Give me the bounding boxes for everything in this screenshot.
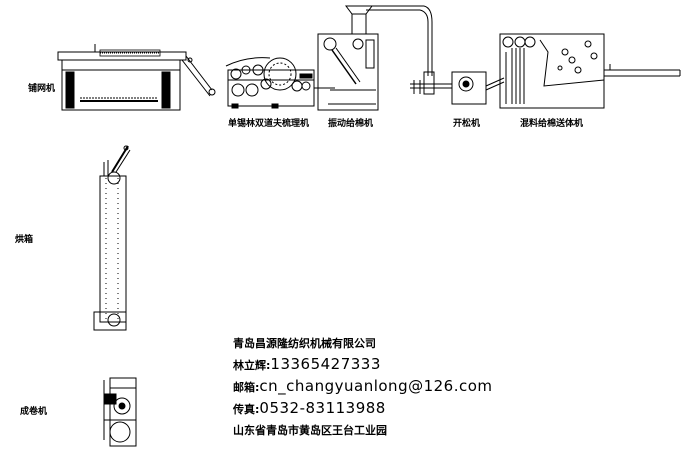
fax-number: 0532-83113988	[259, 399, 386, 417]
email-line: 邮箱:cn_changyuanlong@126.com	[233, 376, 593, 398]
email-address: cn_changyuanlong@126.com	[259, 377, 493, 395]
contact-info: 青岛昌源隆纺织机械有限公司 林立辉:13365427333 邮箱:cn_chan…	[233, 333, 593, 441]
phone-number: 13365427333	[270, 355, 381, 373]
oven-machine	[93, 145, 131, 331]
company-name: 青岛昌源隆纺织机械有限公司	[233, 337, 376, 350]
label-winder: 成卷机	[20, 407, 48, 417]
vibration-feeder-machine	[317, 5, 424, 111]
fax-line: 传真:0532-83113988	[233, 398, 593, 420]
carding-machine	[225, 57, 335, 109]
opener-machine	[410, 5, 505, 105]
label-lapper: 铺网机	[28, 84, 56, 94]
person-label: 林立辉:	[233, 359, 271, 372]
label-opener: 开松机	[453, 119, 481, 129]
address-line: 山东省青岛市黄岛区王台工业园	[233, 424, 387, 437]
label-vibro-feeder: 振动给棉机	[328, 119, 374, 129]
label-oven: 烘箱	[15, 235, 34, 245]
phone-line: 林立辉:13365427333	[233, 354, 593, 376]
blending-feeder-machine	[499, 33, 681, 109]
label-carding: 单锡林双道夫梳理机	[228, 119, 310, 129]
email-label: 邮箱:	[233, 381, 260, 394]
label-blending-feeder: 混料给棉送体机	[520, 119, 584, 129]
winder-machine	[103, 377, 137, 447]
fax-label: 传真:	[233, 403, 260, 416]
lapper-machine	[57, 44, 216, 111]
